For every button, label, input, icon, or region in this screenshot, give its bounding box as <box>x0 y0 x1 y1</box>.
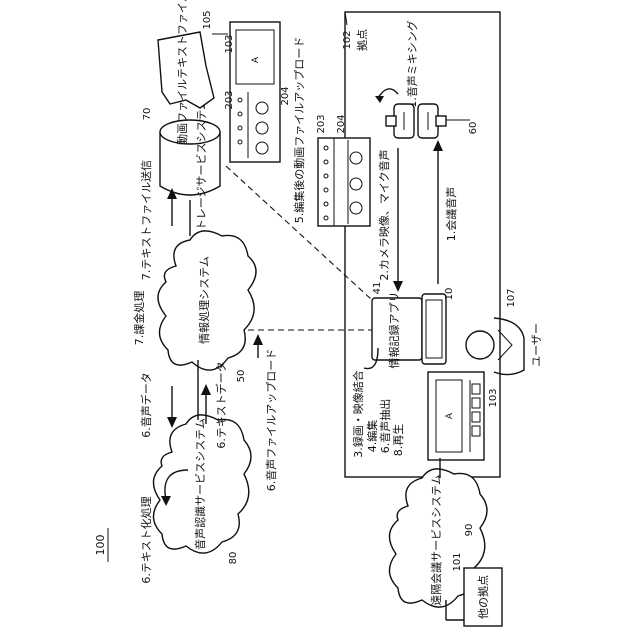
stored-video-screen <box>230 22 280 162</box>
step-6-audio-data: 6.音声データ <box>139 372 153 438</box>
speech-system-ref: 80 <box>228 552 239 565</box>
speaker-ref-204: 204 <box>336 114 347 133</box>
step-6-extract: 6.音声抽出 <box>378 399 392 454</box>
step-1-mixing: 1.音声ミキシング <box>405 20 419 108</box>
panorama-ref-203: 203 <box>316 114 327 133</box>
step-6-text-data: 6.テキストデータ <box>214 361 228 448</box>
speech-system-label: 音声認識サービスシステム <box>193 418 207 550</box>
stored-letter: A <box>251 56 261 63</box>
files-ref: 105 <box>202 10 213 29</box>
step-4-edit: 4.編集 <box>365 420 379 453</box>
site-label: 拠点 <box>356 29 369 51</box>
laptop-ref: 10 <box>444 288 455 301</box>
stored-ref-204: 204 <box>280 86 291 105</box>
teleconf-system-label: 遠隔会議サービスシステム <box>429 474 443 606</box>
step-7-billing: 7.課金処理 <box>132 291 146 346</box>
info-system-label: 情報処理システム <box>198 256 211 344</box>
other-site-label: 他の拠点 <box>477 575 490 619</box>
storage-ref: 70 <box>142 108 153 121</box>
figure-number: 100 <box>94 535 107 556</box>
app-label: 情報記録アプリ <box>387 292 401 369</box>
step-5-upload: 5.編集後の動画ファイルアップロード <box>292 37 306 224</box>
files-label: 動画ファイルテキストファイル <box>175 0 189 145</box>
site-ref: 102 <box>342 30 353 49</box>
storage-label: ストレージサービスシステム <box>195 99 208 241</box>
display-screen <box>428 372 484 460</box>
step-1-meeting-audio: 1.会議音声 <box>444 187 458 242</box>
app-ref: 41 <box>372 282 383 295</box>
panorama-screen <box>318 138 370 226</box>
display-letter: A <box>445 412 455 419</box>
other-site-ref: 101 <box>452 552 463 571</box>
step-3-record: 3.録画・映像結合 <box>351 370 365 458</box>
teleconf-system-ref: 90 <box>464 524 475 537</box>
stored-ref-103: 103 <box>224 34 235 53</box>
stored-ref-203: 203 <box>224 90 235 109</box>
device-ref: 60 <box>468 122 479 135</box>
info-system-ref: 50 <box>236 370 247 383</box>
laptop <box>372 294 446 364</box>
user-label: ユーザー <box>530 323 543 367</box>
step-2-camera: 2.カメラ映像、マイク音声 <box>377 149 391 280</box>
storage-cylinder <box>160 120 220 195</box>
user-ref: 107 <box>506 288 517 307</box>
step-8-play: 8.再生 <box>391 424 405 457</box>
step-7-text-send: 7.テキストファイル送信 <box>139 160 153 280</box>
display-ref: 103 <box>488 388 499 407</box>
step-6-textify: 6.テキスト化処理 <box>139 496 153 583</box>
step-6-audio-upload: 6.音声ファイルアップロード <box>264 349 278 492</box>
